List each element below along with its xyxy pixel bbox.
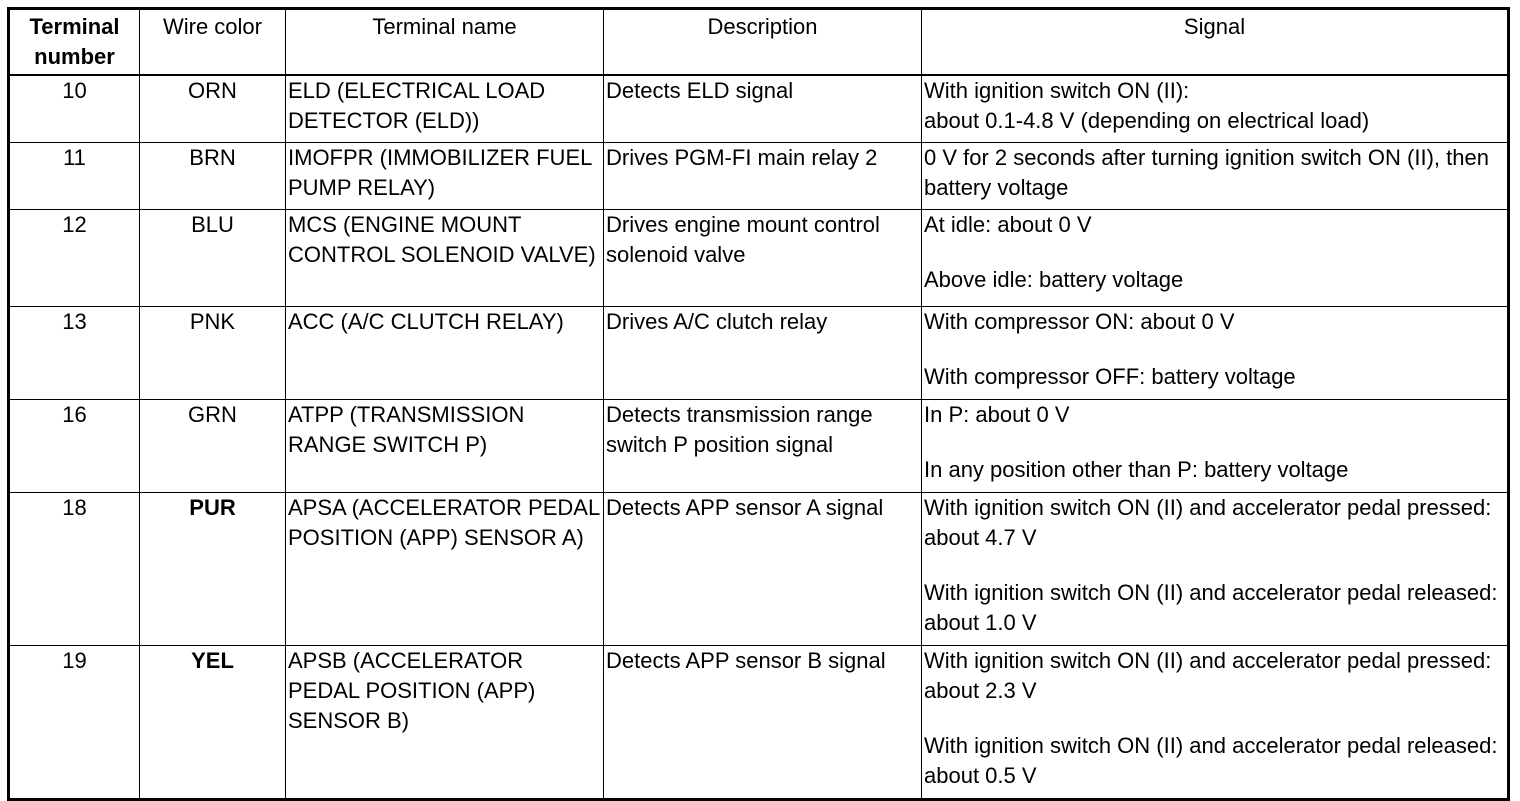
signal-text: With compressor ON: about 0 V xyxy=(924,309,1235,334)
header-description: Description xyxy=(603,8,922,76)
description-cell: Detects APP sensor B signal xyxy=(603,645,922,800)
terminal-signal-table: Terminal number Wire color Terminal name… xyxy=(7,7,1510,801)
terminal-number-cell: 11 xyxy=(8,142,140,210)
signal-cell: With ignition switch ON (II) and acceler… xyxy=(921,645,1509,800)
wire-color-cell: YEL xyxy=(139,645,286,800)
wire-color-cell: ORN xyxy=(139,74,286,143)
signal-cell: At idle: about 0 V Above idle: battery vo… xyxy=(921,209,1509,307)
terminal-table-container: Terminal number Wire color Terminal name… xyxy=(7,7,1510,801)
header-wire-color: Wire color xyxy=(139,8,286,76)
signal-text: In any position other than P: battery vo… xyxy=(924,457,1349,482)
wire-color-cell: BLU xyxy=(139,209,286,307)
terminal-name-cell: IMOFPR (IMMOBILIZER FUEL PUMP RELAY) xyxy=(285,142,604,210)
terminal-name-cell: ELD (ELECTRICAL LOAD DETECTOR (ELD)) xyxy=(285,74,604,143)
signal-text: In P: about 0 V xyxy=(924,402,1070,427)
terminal-number-cell: 18 xyxy=(8,492,140,646)
description-cell: Drives PGM-FI main relay 2 xyxy=(603,142,922,210)
description-cell: Detects transmission range switch P posi… xyxy=(603,399,922,493)
terminal-number-cell: 12 xyxy=(8,209,140,307)
description-cell: Detects APP sensor A signal xyxy=(603,492,922,646)
signal-text: With ignition switch ON (II) and acceler… xyxy=(924,733,1498,788)
description-cell: Drives engine mount control solenoid val… xyxy=(603,209,922,307)
terminal-name-cell: MCS (ENGINE MOUNT CONTROL SOLENOID VALVE… xyxy=(285,209,604,307)
terminal-number-cell: 16 xyxy=(8,399,140,493)
table-header-row: Terminal number Wire color Terminal name… xyxy=(8,8,1509,76)
signal-text: With ignition switch ON (II): about 0.1-… xyxy=(924,78,1370,133)
header-signal: Signal xyxy=(921,8,1509,76)
description-cell: Detects ELD signal xyxy=(603,74,922,143)
signal-text: With ignition switch ON (II) and acceler… xyxy=(924,495,1492,550)
signal-text: With ignition switch ON (II) and acceler… xyxy=(924,648,1492,703)
signal-cell: In P: about 0 V In any position other tha… xyxy=(921,399,1509,493)
signal-text: With compressor OFF: battery voltage xyxy=(924,364,1296,389)
header-terminal-name: Terminal name xyxy=(285,8,604,76)
terminal-number-cell: 13 xyxy=(8,306,140,400)
terminal-number-cell: 19 xyxy=(8,645,140,800)
signal-text: Above idle: battery voltage xyxy=(924,267,1184,292)
terminal-number-cell: 10 xyxy=(8,74,140,143)
terminal-name-cell: ATPP (TRANSMISSION RANGE SWITCH P) xyxy=(285,399,604,493)
wire-color-cell: BRN xyxy=(139,142,286,210)
wire-color-cell: PNK xyxy=(139,306,286,400)
terminal-name-cell: ACC (A/C CLUTCH RELAY) xyxy=(285,306,604,400)
signal-text: With ignition switch ON (II) and acceler… xyxy=(924,580,1498,635)
signal-cell: With ignition switch ON (II) and acceler… xyxy=(921,492,1509,646)
signal-cell: With compressor ON: about 0 V With compre… xyxy=(921,306,1509,400)
header-terminal-number: Terminal number xyxy=(8,8,140,76)
terminal-name-cell: APSA (ACCELERATOR PEDAL POSITION (APP) S… xyxy=(285,492,604,646)
signal-text: At idle: about 0 V xyxy=(924,212,1092,237)
wire-color-cell: PUR xyxy=(139,492,286,646)
signal-cell: With ignition switch ON (II): about 0.1-… xyxy=(921,74,1509,143)
wire-color-cell: GRN xyxy=(139,399,286,493)
signal-text: 0 V for 2 seconds after turning ignition… xyxy=(924,145,1489,200)
terminal-name-cell: APSB (ACCELERATOR PEDAL POSITION (APP) S… xyxy=(285,645,604,800)
description-cell: Drives A/C clutch relay xyxy=(603,306,922,400)
signal-cell: 0 V for 2 seconds after turning ignition… xyxy=(921,142,1509,210)
